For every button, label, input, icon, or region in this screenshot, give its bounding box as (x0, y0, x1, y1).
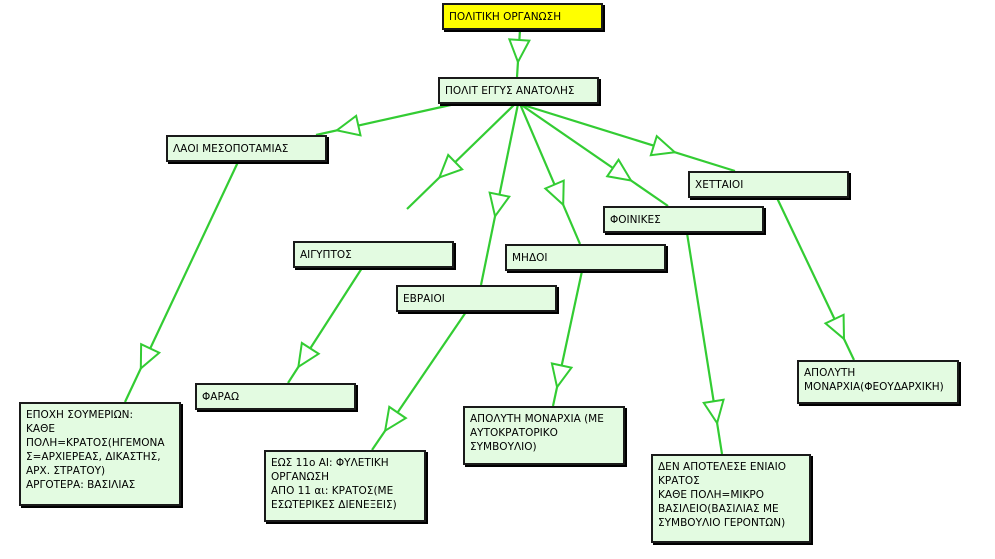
arrowhead-icon (605, 157, 633, 182)
node-pharaoh[interactable]: ΦΑΡΑΩ (195, 383, 356, 410)
node-medes[interactable]: ΜΗΔΟΙ (505, 244, 666, 271)
arrowhead-icon (550, 362, 574, 390)
node-sumerians[interactable]: ΕΠΟΧΗ ΣΟΥΜΕΡΙΩΝ: ΚΑΘΕ ΠΟΛΗ=ΚΡΑΤΟΣ(ΗΓΕΜΟΝ… (19, 402, 181, 506)
arrowhead-icon (488, 191, 511, 219)
node-near-east[interactable]: ΠΟΛΙΤ ΕΓΓΥΣ ΑΝΑΤΟΛΗΣ (438, 77, 599, 104)
connector-near-east-to-hittites (519, 102, 736, 173)
arrowhead-icon (297, 341, 321, 369)
arrowhead-icon (507, 38, 531, 65)
node-phoenicians[interactable]: ΦΟΙΝΙΚΕΣ (603, 206, 764, 233)
node-root[interactable]: ΠΟΛΙΤΙΚΗ ΟΡΓΑΝΩΣΗ (442, 3, 603, 30)
connector-near-east-to-egypt (406, 103, 516, 210)
node-hebrews-detail[interactable]: ΕΩΣ 11ο ΑΙ: ΦΥΛΕΤΙΚΗ ΟΡΓΑΝΩΣΗ ΑΠΟ 11 αι:… (264, 450, 426, 522)
connector-near-east-to-medes (518, 103, 582, 245)
arrowhead-icon (543, 179, 565, 208)
node-hebrews[interactable]: ΕΒΡΑΙΟΙ (396, 285, 557, 312)
arrowhead-icon (437, 153, 464, 180)
arrowhead-icon (383, 405, 408, 433)
node-egypt[interactable]: ΑΙΓΥΠΤΟΣ (293, 241, 454, 268)
arrowhead-icon (702, 398, 725, 426)
arrowhead-icon (649, 134, 678, 157)
arrowhead-icon (334, 114, 362, 137)
node-hittites[interactable]: ΧΕΤΤΑΙΟΙ (688, 171, 849, 198)
node-medes-detail[interactable]: ΑΠΟΛΥΤΗ ΜΟΝΑΡΧΙΑ (ΜΕ ΑΥΤΟΚΡΑΤΟΡΙΚΟ ΣΥΜΒΟ… (463, 406, 625, 465)
node-mesopotamia[interactable]: ΛΑΟΙ ΜΕΣΟΠΟΤΑΜΙΑΣ (166, 135, 327, 162)
node-phoenicians-detail[interactable]: ΔΕΝ ΑΠΟΤΕΛΕΣΕ ΕΝΙΑΙΟ ΚΡΑΤΟΣ ΚΑΘΕ ΠΟΛΗ=ΜΙ… (651, 454, 811, 543)
arrowhead-icon (139, 342, 162, 371)
node-hittites-detail[interactable]: ΑΠΟΛΥΤΗ ΜΟΝΑΡΧΙΑ(ΦΕΟΥΔΑΡΧΙΚΗ) (797, 360, 959, 404)
arrowhead-icon (823, 313, 846, 342)
connector-near-east-to-phoenicians (519, 103, 669, 207)
